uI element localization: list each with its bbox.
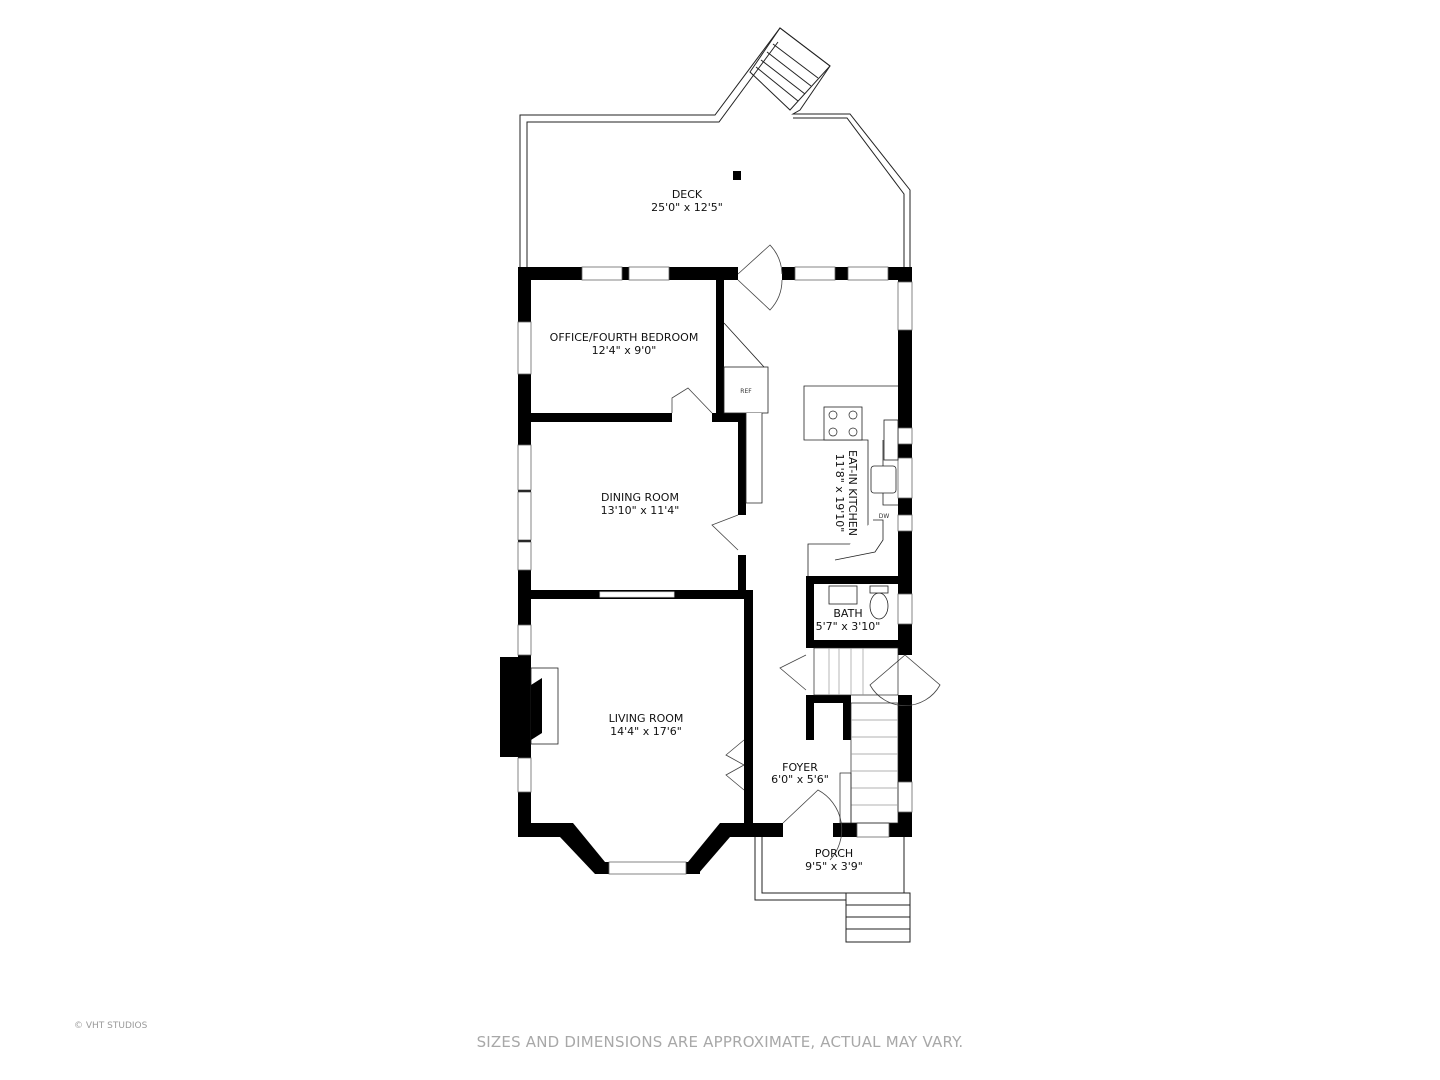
svg-text:5'7" x 3'10": 5'7" x 3'10" bbox=[816, 620, 881, 633]
deck-stairs bbox=[749, 27, 831, 111]
refrigerator-label: REF bbox=[740, 388, 752, 395]
svg-text:25'0" x 12'5": 25'0" x 12'5" bbox=[651, 201, 723, 214]
svg-text:DECK: DECK bbox=[672, 188, 703, 201]
svg-text:13'10" x 11'4": 13'10" x 11'4" bbox=[601, 504, 680, 517]
doors bbox=[671, 244, 941, 861]
room-label-living: LIVING ROOM 14'4" x 17'6" bbox=[609, 712, 684, 738]
svg-text:9'5" x 3'9": 9'5" x 3'9" bbox=[805, 860, 863, 873]
copyright-text: © VHT STUDIOS bbox=[74, 1021, 148, 1031]
svg-text:FOYER: FOYER bbox=[782, 761, 818, 774]
windows bbox=[517, 266, 913, 875]
svg-text:LIVING ROOM: LIVING ROOM bbox=[609, 712, 684, 725]
svg-text:14'4" x 17'6": 14'4" x 17'6" bbox=[610, 725, 682, 738]
deck-area bbox=[519, 27, 911, 268]
svg-text:6'0" x 5'6": 6'0" x 5'6" bbox=[771, 773, 829, 786]
svg-text:DINING ROOM: DINING ROOM bbox=[601, 491, 679, 504]
porch-area bbox=[754, 837, 911, 943]
refrigerator-box bbox=[723, 366, 769, 414]
toilet-icon bbox=[869, 592, 889, 620]
svg-text:EAT-IN KITCHEN: EAT-IN KITCHEN bbox=[846, 450, 859, 536]
svg-text:12'4" x 9'0": 12'4" x 9'0" bbox=[592, 344, 657, 357]
room-label-kitchen: EAT-IN KITCHEN 11'8" x 19'10" bbox=[833, 450, 859, 536]
svg-text:OFFICE/FOURTH BEDROOM: OFFICE/FOURTH BEDROOM bbox=[550, 331, 699, 344]
sink-icon bbox=[870, 465, 897, 494]
room-label-porch: PORCH 9'5" x 3'9" bbox=[805, 847, 863, 873]
disclaimer-text: SIZES AND DIMENSIONS ARE APPROXIMATE, AC… bbox=[476, 1033, 964, 1051]
room-label-dining: DINING ROOM 13'10" x 11'4" bbox=[601, 491, 680, 517]
stove-icon bbox=[823, 406, 863, 441]
bath-sink-icon bbox=[828, 585, 858, 605]
room-label-deck: DECK 25'0" x 12'5" bbox=[651, 188, 723, 214]
room-label-office: OFFICE/FOURTH BEDROOM 12'4" x 9'0" bbox=[550, 331, 699, 357]
svg-text:BATH: BATH bbox=[833, 607, 862, 620]
interior-walls bbox=[531, 280, 898, 823]
foyer-stairs bbox=[813, 647, 899, 824]
dishwasher-label: DW bbox=[879, 513, 890, 520]
svg-text:PORCH: PORCH bbox=[815, 847, 853, 860]
fireplace bbox=[530, 667, 559, 745]
svg-text:11'8" x 19'10": 11'8" x 19'10" bbox=[833, 454, 846, 533]
room-label-foyer: FOYER 6'0" x 5'6" bbox=[771, 761, 829, 786]
exterior-walls bbox=[500, 267, 912, 874]
kitchen-counters bbox=[723, 322, 899, 576]
room-label-bath: BATH 5'7" x 3'10" bbox=[816, 607, 881, 633]
deck-post bbox=[733, 171, 741, 180]
bath-fixtures bbox=[828, 585, 889, 620]
